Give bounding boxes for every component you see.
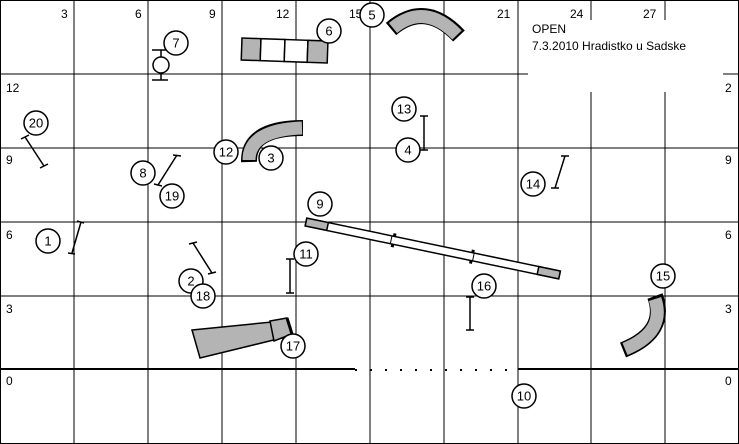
svg-text:2: 2 [725, 81, 732, 95]
svg-text:9: 9 [725, 153, 732, 167]
svg-text:20: 20 [29, 116, 43, 131]
svg-text:15: 15 [349, 7, 363, 21]
svg-text:9: 9 [209, 7, 216, 21]
number-11: 11 [293, 241, 319, 267]
svg-text:12: 12 [219, 145, 233, 160]
svg-text:3: 3 [6, 302, 13, 316]
jump-11 [286, 258, 294, 294]
svg-text:5: 5 [368, 8, 375, 23]
number-5: 5 [359, 2, 385, 28]
number-1: 1 [35, 228, 61, 254]
svg-text:1: 1 [44, 234, 51, 249]
svg-text:11: 11 [299, 247, 313, 262]
svg-text:10: 10 [517, 389, 531, 404]
number-7: 7 [163, 30, 189, 56]
svg-text:6: 6 [6, 228, 13, 242]
jump-2 [188, 241, 217, 275]
jump-13-4 [420, 115, 428, 151]
svg-text:6: 6 [725, 228, 732, 242]
chute-17 [191, 317, 294, 359]
svg-text:21: 21 [497, 7, 511, 21]
tunnel-3 [241, 120, 304, 163]
number-8: 8 [130, 160, 156, 186]
svg-text:4: 4 [404, 143, 411, 158]
tunnel-15 [619, 293, 666, 358]
number-16: 16 [471, 273, 497, 299]
number-6: 6 [316, 18, 342, 44]
number-10: 10 [511, 383, 537, 409]
svg-text:3: 3 [61, 7, 68, 21]
svg-text:6: 6 [135, 7, 142, 21]
number-9: 9 [307, 191, 333, 217]
axis-labels-top: 3 6 9 12 15 18 21 24 27 [61, 7, 657, 21]
svg-text:12: 12 [276, 7, 290, 21]
jump-20 [20, 134, 49, 169]
tunnel-5 [385, 8, 465, 42]
svg-text:8: 8 [139, 166, 146, 181]
svg-text:7: 7 [172, 36, 179, 51]
number-4: 4 [395, 137, 421, 163]
axis-labels-left: 12 9 6 3 0 [6, 81, 20, 388]
number-14: 14 [520, 171, 546, 197]
svg-text:2: 2 [187, 274, 194, 289]
number-18: 18 [190, 283, 216, 309]
jumps [20, 115, 569, 331]
svg-text:27: 27 [643, 7, 657, 21]
svg-text:0: 0 [6, 374, 13, 388]
svg-text:13: 13 [397, 102, 411, 117]
number-12: 12 [213, 139, 239, 165]
number-20: 20 [23, 110, 49, 136]
dogwalk-9 [304, 217, 562, 280]
svg-text:15: 15 [656, 269, 670, 284]
svg-text:14: 14 [526, 177, 540, 192]
wall-6 [240, 37, 329, 64]
svg-text:3: 3 [267, 151, 274, 166]
svg-text:9: 9 [316, 197, 323, 212]
obstacle-numbers: 1 2 3 4 5 6 7 8 9 10 11 12 13 14 15 16 1… [23, 2, 676, 409]
course-info: OPEN 7.3.2010 Hradistko u Sadske [532, 22, 686, 53]
course-title: OPEN [532, 22, 566, 36]
number-17: 17 [280, 333, 306, 359]
jump-14 [551, 155, 569, 189]
number-19: 19 [159, 183, 185, 209]
svg-text:17: 17 [286, 339, 300, 354]
svg-text:12: 12 [6, 81, 20, 95]
axis-labels-right: 2 9 6 3 0 [725, 81, 732, 388]
number-3: 3 [258, 145, 284, 171]
tire-7 [152, 49, 170, 81]
svg-text:19: 19 [165, 189, 179, 204]
number-15: 15 [650, 263, 676, 289]
svg-text:18: 18 [196, 289, 210, 304]
course-subtitle: 7.3.2010 Hradistko u Sadske [532, 39, 686, 53]
number-13: 13 [391, 96, 417, 122]
svg-text:6: 6 [325, 24, 332, 39]
svg-text:0: 0 [725, 374, 732, 388]
svg-text:9: 9 [6, 153, 13, 167]
jump-16 [466, 296, 474, 331]
jump-8-19 [153, 154, 182, 187]
svg-text:3: 3 [725, 302, 732, 316]
svg-text:24: 24 [570, 7, 584, 21]
svg-text:16: 16 [477, 279, 491, 294]
jump-1 [67, 220, 85, 255]
